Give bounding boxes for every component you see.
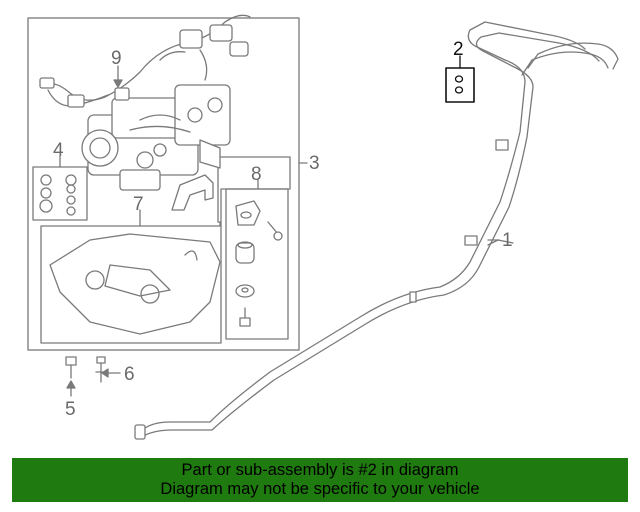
bolt-6 — [95, 356, 121, 383]
bolt-5 — [65, 356, 77, 397]
callout-2: 2 — [453, 39, 464, 60]
air-compressor-unit — [81, 84, 231, 191]
isolator-hardware — [235, 200, 283, 327]
callout-4: 4 — [53, 140, 64, 161]
callout-8: 8 — [251, 164, 262, 185]
mounting-bracket — [171, 174, 214, 211]
air-line-1 — [134, 21, 619, 440]
grommets — [39, 174, 77, 216]
parts-diagram: 1 2 3 4 5 6 7 8 9 — [27, 14, 619, 440]
mounting-plate — [49, 233, 221, 335]
callout-5: 5 — [65, 399, 76, 420]
callout-1: 1 — [502, 230, 513, 251]
callout-9: 9 — [111, 48, 122, 69]
assembly-3-box — [27, 17, 300, 351]
sub-box-7 — [40, 156, 291, 344]
info-banner: Part or sub-assembly is #2 in diagram Di… — [12, 458, 628, 502]
callout-7: 7 — [133, 194, 144, 215]
callout-6: 6 — [124, 364, 135, 385]
wiring-harness — [39, 14, 251, 108]
banner-line-2: Diagram may not be specific to your vehi… — [160, 480, 480, 498]
callout-3: 3 — [309, 153, 320, 174]
part-2-box — [445, 67, 475, 103]
banner-line-1: Part or sub-assembly is #2 in diagram — [181, 461, 459, 479]
